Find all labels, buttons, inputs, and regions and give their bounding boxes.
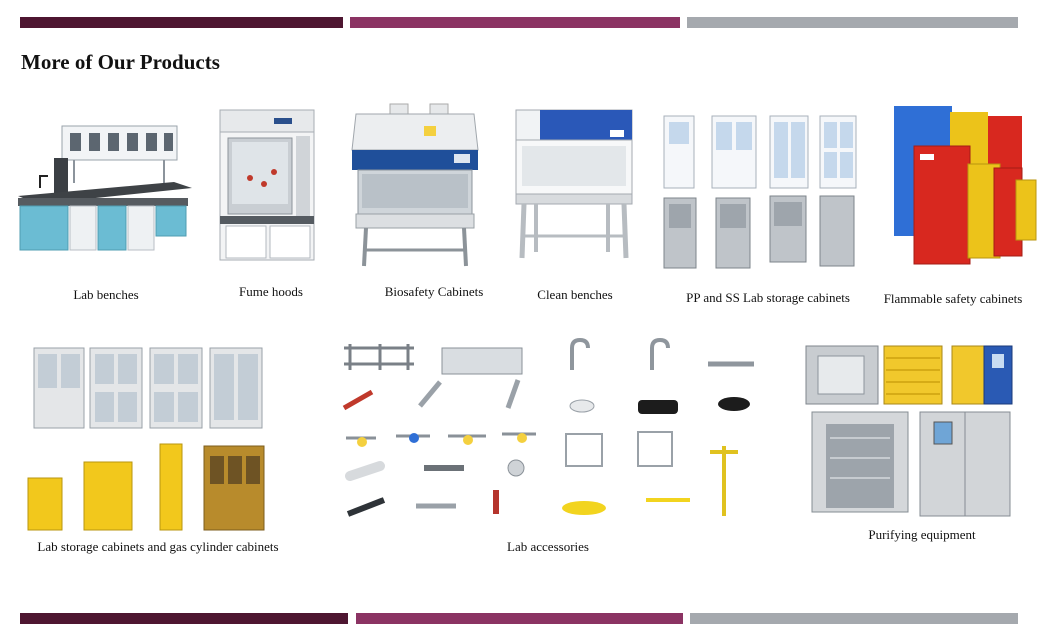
product-label-flammable-safety-cabinets: Flammable safety cabinets [883,291,1023,306]
biosafety-cabinet-icon [351,103,479,267]
product-label-biosafety-cabinets: Biosafety Cabinets [384,284,484,299]
product-label-lab-accessories: Lab accessories [507,539,589,554]
bottom-bar-magenta [356,613,683,624]
fume-hood-icon [219,109,315,261]
bottom-bar-dark [20,613,348,624]
product-label-fume-hoods: Fume hoods [239,284,303,299]
bottom-bar-gray [690,613,1018,624]
top-bar-dark [20,17,343,28]
storage-cabinet-icon [663,115,857,269]
lab-accessories-icon [342,337,754,517]
clean-bench-icon [515,109,633,259]
top-bar-gray [687,17,1018,28]
product-label-pp-ss-storage-cabinets: PP and SS Lab storage cabinets [686,290,850,305]
page-title: More of Our Products [21,50,220,74]
gas-cylinder-cabinet-icon [27,347,265,531]
product-label-purifying-equipment: Purifying equipment [868,527,976,542]
lab-bench-icon [18,125,192,251]
product-label-lab-benches: Lab benches [73,287,139,302]
product-label-gas-cylinder-cabinets: Lab storage cabinets and gas cylinder ca… [37,539,279,554]
purifying-equipment-icon [805,345,1013,517]
top-bar-magenta [350,17,680,28]
product-label-clean-benches: Clean benches [537,287,613,302]
flammable-cabinet-icon [894,106,1037,265]
